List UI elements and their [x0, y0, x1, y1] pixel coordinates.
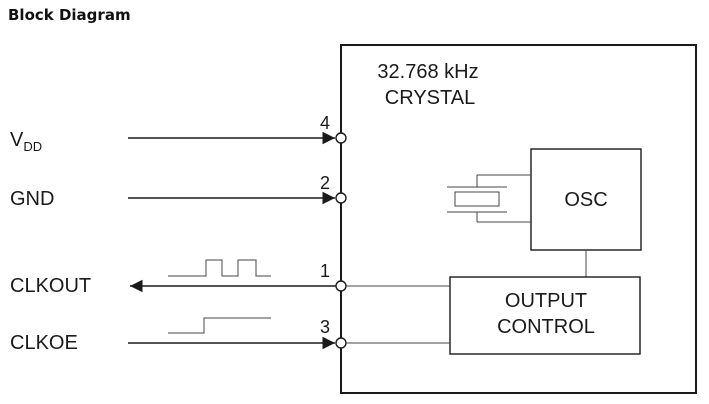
pin-4-terminal [335, 132, 347, 144]
enable-step-icon [168, 317, 271, 334]
pin-4-number: 4 [320, 113, 330, 133]
gnd-label: GND [10, 188, 54, 210]
pin-2-terminal [335, 192, 347, 204]
output-control-line2: CONTROL [497, 316, 595, 338]
pin-3-number: 3 [320, 317, 330, 337]
crystal-resonator-icon [447, 174, 531, 223]
clock-waveform-icon [168, 259, 271, 277]
crystal-title-line2: CRYSTAL [385, 87, 475, 109]
osc-block [530, 148, 642, 251]
output-control-line1: OUTPUT [505, 290, 587, 312]
clkout-signal: CLKOUT 1 [10, 259, 347, 297]
clkout-label: CLKOUT [10, 275, 91, 297]
output-control-block [449, 276, 641, 355]
clkoe-signal: CLKOE 3 [10, 317, 347, 354]
vdd-label: VDD [10, 129, 42, 154]
pin-1-terminal [335, 280, 347, 292]
pin-2-number: 2 [320, 173, 330, 193]
pin-1-number: 1 [320, 261, 330, 281]
clkoe-label: CLKOE [10, 332, 78, 354]
crystal-title-line1: 32.768 kHz [377, 61, 478, 83]
osc-label: OSC [564, 189, 607, 211]
pin-3-terminal [335, 337, 347, 349]
gnd-signal: GND 2 [10, 173, 347, 210]
page-title: Block Diagram [8, 6, 131, 24]
vdd-signal: VDD 4 [10, 113, 347, 154]
